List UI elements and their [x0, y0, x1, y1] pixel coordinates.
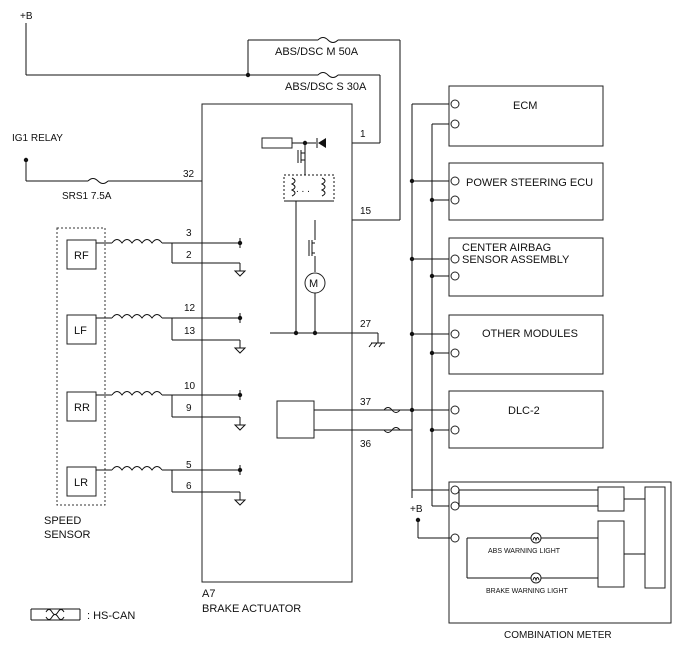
module-other	[448, 314, 604, 375]
chassis-ground-icon	[368, 342, 385, 348]
pin-6: 6	[186, 481, 192, 492]
connector-pin	[450, 195, 460, 205]
pin-1: 1	[360, 129, 366, 140]
sensor-lr-label: LR	[74, 477, 88, 489]
plus-b-label: +B	[20, 11, 33, 22]
twisted-pair-icon	[383, 427, 401, 433]
lamp-filament	[532, 577, 540, 582]
pin-5: 5	[186, 460, 192, 471]
fuse-symbol	[317, 37, 339, 43]
module-other-label: OTHER MODULES	[482, 328, 578, 340]
sensor-lf-label: LF	[74, 325, 87, 337]
module-airbag-label: CENTER AIRBAG	[462, 242, 551, 254]
connector-pin	[450, 533, 460, 543]
actuator-name: BRAKE ACTUATOR	[202, 603, 301, 615]
pin-2: 2	[186, 250, 192, 261]
sensor-rr-box	[66, 391, 97, 422]
can-bus	[392, 104, 435, 506]
brake-warning-light-label: BRAKE WARNING LIGHT	[486, 588, 569, 595]
ig1-relay-label: IG1 RELAY	[12, 133, 63, 144]
pin-36: 36	[360, 439, 372, 450]
sensor-rf-box	[66, 239, 97, 270]
meter-driver	[597, 520, 625, 588]
sensor-rf-label: RF	[74, 250, 89, 262]
meter-can-interface	[597, 486, 625, 512]
sensor-lr-box	[66, 466, 97, 497]
module-airbag-label: SENSOR ASSEMBLY	[462, 254, 570, 266]
connector-pin	[450, 119, 460, 129]
connector-pin	[450, 271, 460, 281]
pin-9: 9	[186, 403, 192, 414]
module-can-taps	[412, 99, 598, 543]
shielded-wire-icon	[111, 466, 163, 471]
fuse-srs1-label: SRS1 7.5A	[62, 191, 112, 202]
meter-cpu	[644, 486, 666, 589]
connector-pin	[450, 254, 460, 264]
pin-27: 27	[360, 319, 372, 330]
fuse-abs-dsc-s-label: ABS/DSC S 30A	[285, 81, 367, 93]
connector-pin	[450, 405, 460, 415]
connector-pin	[450, 176, 460, 186]
module-dlc-label: DLC-2	[508, 405, 540, 417]
motor-label: M	[309, 278, 318, 290]
speed-sensor-wiring: RF LF RR LR	[66, 238, 247, 506]
connector-pin	[450, 99, 460, 109]
fuse-symbol	[317, 72, 339, 78]
shielded-wire-icon	[111, 239, 163, 244]
brake-actuator: A7 BRAKE ACTUATOR 1 32 15 3 2 12 13 27 1…	[183, 103, 392, 615]
brake-warning-lamp-icon	[530, 572, 542, 584]
legend: : HS-CAN	[30, 608, 135, 622]
speed-sensors: SPEED SENSOR	[44, 227, 106, 541]
pin-37: 37	[360, 397, 372, 408]
hs-can-legend-label: : HS-CAN	[87, 610, 135, 622]
fuse-abs-dsc-m-label: ABS/DSC M 50A	[275, 46, 359, 58]
shielded-wire-icon	[111, 314, 163, 319]
fuse-symbol	[87, 178, 109, 184]
sensor-lf-box	[66, 314, 97, 345]
ground-icon	[233, 270, 247, 277]
speed-sensor-label: SPEED	[44, 515, 81, 527]
module-ecm	[448, 85, 604, 147]
pin-10: 10	[184, 381, 196, 392]
abs-warning-light-label: ABS WARNING LIGHT	[488, 548, 561, 555]
speed-sensor-label: SENSOR	[44, 529, 91, 541]
actuator-code: A7	[202, 588, 215, 600]
connector-pin	[450, 348, 460, 358]
shielded-wire-icon	[111, 391, 163, 396]
modules: ECM POWER STEERING ECU CENTER AIRBAG SEN…	[448, 85, 604, 449]
diode-icon	[318, 138, 326, 148]
lamp-filament	[532, 537, 540, 542]
plus-b-meter-label: +B	[410, 504, 423, 515]
meter-name: COMBINATION METER	[504, 630, 612, 641]
module-power-steering-label: POWER STEERING ECU	[466, 177, 593, 189]
module-dlc	[448, 390, 604, 449]
coil-icon	[290, 177, 296, 197]
connector-pin	[450, 425, 460, 435]
ground-icon	[233, 499, 247, 506]
speed-sensor-group	[56, 227, 106, 506]
coil-icon	[320, 177, 326, 197]
pin-15: 15	[360, 206, 372, 217]
pin-13: 13	[184, 326, 196, 337]
connector-pin	[450, 329, 460, 339]
module-power-steering	[448, 162, 604, 221]
connector-pin	[450, 501, 460, 511]
module-airbag	[448, 237, 604, 297]
module-ecm-label: ECM	[513, 100, 537, 112]
sensor-rr-label: RR	[74, 402, 90, 414]
abs-warning-lamp-icon	[530, 532, 542, 544]
ground-icon	[233, 347, 247, 354]
pin-3: 3	[186, 228, 192, 239]
ground-icon	[233, 424, 247, 431]
connector-pin	[450, 485, 460, 495]
internal-resistor	[261, 137, 293, 149]
pin-32: 32	[183, 169, 195, 180]
can-controller	[276, 400, 315, 439]
pin-12: 12	[184, 303, 196, 314]
power-supply: +B ABS/DSC M 50A ABS/DSC S 30A IG1 RELAY…	[12, 11, 401, 221]
twisted-pair-icon	[383, 407, 401, 413]
svg-text:. . .: . . .	[296, 184, 310, 195]
twisted-pair-icon	[45, 609, 65, 615]
